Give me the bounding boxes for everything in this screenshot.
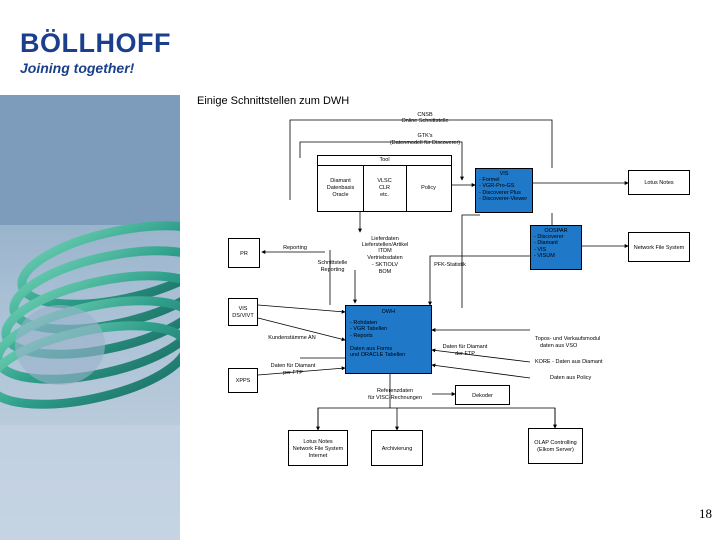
schnittstelle-line: Schnittstelle [310, 260, 355, 266]
lotus-notes-box: Lotus Notes [628, 170, 690, 195]
schnittstelle-line: Reporting [310, 267, 355, 273]
tool-box: Tool Diamant Datenbasis Oracle VLSC CLR … [317, 155, 452, 212]
pfk-statistik-label: PFK-Statistik [420, 262, 480, 268]
vis-box: VIS - Formel - VGR-Pro-GS - Discoverer P… [475, 168, 533, 213]
topos-line: Topos- und Verkaufsmodul [535, 336, 600, 342]
dwh-box: DWH - Rohdaten - VGR Tabellen - Reports … [345, 305, 432, 374]
archivierung-label: Archivierung [372, 446, 422, 452]
lieferdaten-line: ITDM [345, 248, 425, 254]
olap-controlling-box: OLAP Controlling (Elkom Server) [528, 428, 583, 464]
daten-diamant-ftp-line: per FTP [268, 370, 318, 376]
dekoder-box: Dekoder [455, 385, 510, 405]
dwh-sub: und ORACLE Tabellen [350, 352, 427, 358]
daten-fuer-diamant-line: Daten für Diamant [435, 344, 495, 350]
pr-label: PR [229, 251, 259, 257]
diamant-col-3: Oracle [318, 192, 363, 198]
network-file-system-box: Network File System [628, 232, 690, 262]
vertriebsdaten-line: - SKTIOLV [345, 262, 425, 268]
tool-label: Tool [318, 157, 451, 163]
gtks-sub-label: (Datenmodell für Discoverer) [370, 140, 480, 146]
policy-label: Policy [406, 185, 451, 191]
kundenstamm-label: Kundenstämme AN [262, 335, 322, 341]
lotus-nfs-line: Internet [289, 453, 347, 459]
daten-fuer-diamant-line: der FTP [435, 351, 495, 357]
topos-line: daten aus VSO [540, 343, 577, 349]
vlsc-col-2: CLR [363, 185, 406, 191]
dekoder-label: Dekoder [456, 393, 509, 399]
reporting-label: Reporting [270, 245, 320, 251]
referenzdaten-line: für VISC-Rechnungen [355, 395, 435, 401]
vlsc-col-3: etc. [363, 192, 406, 198]
pr-box: PR [228, 238, 260, 268]
policy-right-label: Daten aus Policy [550, 375, 591, 381]
gtks-label: GTK's [370, 133, 480, 139]
online-schnittstelle-label: Online Schnittstelle [380, 118, 470, 124]
xpps-box: XPPS [228, 368, 258, 393]
vlsc-col-1: VLSC [363, 178, 406, 184]
vis-item: - Discoverer-Viewer [479, 196, 529, 202]
vertriebsdaten-line: Vertriebsdaten [345, 255, 425, 261]
oospar-item: - VISUM [534, 253, 578, 259]
referenzdaten-line: Referenzdaten [355, 388, 435, 394]
lotus-nfs-internet-box: Lotus Notes Network File System Internet [288, 430, 348, 466]
vis-ds-box: VIS DS/VIVT [228, 298, 258, 326]
vis-ds-line: DS/VIVT [229, 313, 257, 319]
diamant-col-1: Diamant [318, 178, 363, 184]
olap-line: OLAP Controlling [529, 440, 582, 446]
olap-line: (Elkom Server) [529, 447, 582, 453]
vertriebsdaten-line: BOM [345, 269, 425, 275]
oospar-box: OOSPAR - Discoverer - Diamant - VIS - VI… [530, 225, 582, 270]
daten-diamant-ftp-line: Daten für Diamant [268, 363, 318, 369]
kore-label: KORE - Daten aus Diamant [535, 359, 603, 365]
page-number: 18 [699, 506, 712, 522]
xpps-label: XPPS [229, 378, 257, 384]
lotus-nfs-line: Lotus Notes [289, 439, 347, 445]
diamant-col-2: Datenbasis [318, 185, 363, 191]
lotus-nfs-line: Network File System [289, 446, 347, 452]
network-file-system-label: Network File System [629, 245, 689, 251]
lotus-notes-label: Lotus Notes [629, 180, 689, 186]
vis-ds-line: VIS [229, 306, 257, 312]
archivierung-box: Archivierung [371, 430, 423, 466]
